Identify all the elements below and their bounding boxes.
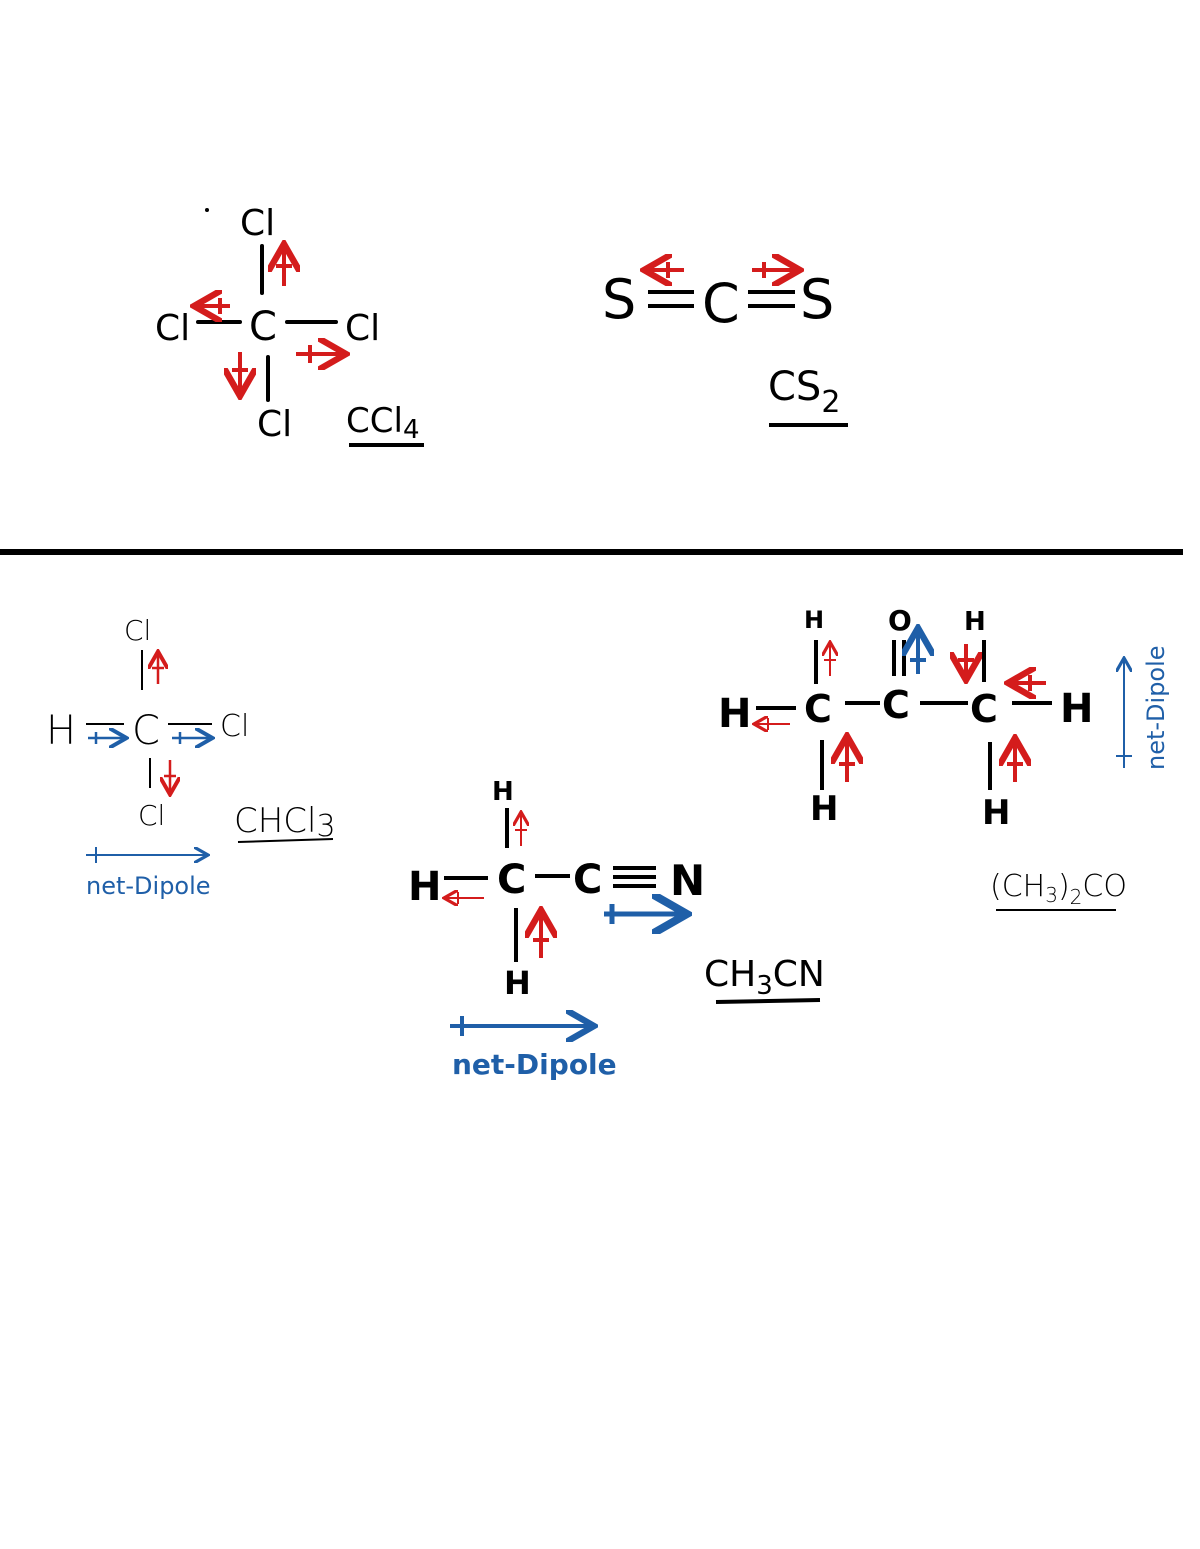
acetone-bonds — [756, 640, 1052, 790]
chcl3-formula-subscript: 3 — [317, 809, 336, 844]
ch3cn-bonds — [444, 808, 656, 962]
acetone-atom-c3: C — [970, 687, 998, 731]
cs2-atom-left: S — [602, 268, 636, 331]
stray-dot — [205, 208, 209, 212]
ch3cn-net-dipole-arrow — [450, 1016, 590, 1036]
chcl3-formula-main: CHCl — [234, 801, 317, 841]
acetone-atom-o-top: O — [888, 604, 912, 637]
acetone-atom-c2: C — [882, 683, 910, 727]
chcl3-bond-dipole-arrows — [88, 654, 210, 792]
cs2-formula-subscript: 2 — [821, 385, 840, 420]
ccl4-atom-left: Cl — [155, 308, 190, 349]
ch3cn-net-dipole-label: net-Dipole — [452, 1048, 617, 1081]
ch3cn-atom-top: H — [492, 777, 514, 807]
chcl3-formula-underline — [237, 838, 334, 843]
chcl3-bonds — [86, 650, 212, 788]
ccl4-formula-subscript: 4 — [403, 415, 420, 445]
ccl4-atom-center: C — [249, 304, 277, 350]
ccl4-formula-main: CCl — [346, 401, 403, 441]
ccl4-bond-dipole-arrows — [198, 248, 342, 392]
chcl3-net-dipole-label: net-Dipole — [86, 872, 211, 900]
chcl3-atom-bottom: Cl — [138, 799, 165, 832]
cs2-formula-main: CS — [768, 364, 821, 410]
ch3cn-formula-underline — [715, 998, 821, 1004]
acetone-formula-subscript-2: 2 — [1070, 885, 1083, 909]
acetone-formula-part-b: ) — [1058, 869, 1070, 904]
ccl4-atom-right: Cl — [345, 308, 380, 349]
ch3cn-formula-part-a: CH — [704, 954, 756, 995]
cs2-atom-center: C — [702, 272, 740, 335]
ccl4-atom-bottom: Cl — [257, 404, 292, 445]
ch3cn-formula-part-b: CN — [773, 954, 825, 995]
chcl3-net-dipole-arrow — [86, 847, 206, 863]
acetone-net-dipole-arrow — [1116, 660, 1132, 768]
chcl3-formula: CHCl3 — [234, 801, 336, 844]
cs2-atom-right: S — [800, 268, 834, 331]
ccl4-atom-top: Cl — [240, 203, 275, 244]
ch3cn-atom-c2: C — [573, 857, 602, 903]
ch3cn-atom-n: N — [670, 856, 705, 905]
acetone-atom-h-left: H — [718, 691, 751, 737]
ch3cn-atom-bottom: H — [504, 964, 531, 1002]
chcl3-structure: Cl H C Cl Cl CHCl3 net-Dipole — [46, 614, 336, 900]
acetone-atom-h-top-left: H — [804, 606, 824, 634]
acetone-atom-c1: C — [804, 687, 832, 731]
acetone-structure: H O H H C C C H H H — [718, 604, 1170, 911]
ch3cn-formula: CH3CN — [704, 954, 825, 1001]
cs2-double-bonds — [648, 290, 795, 308]
acetone-formula-subscript-1: 3 — [1045, 883, 1058, 907]
ch3cn-formula-subscript: 3 — [756, 971, 773, 1001]
cs2-formula: CS2 — [768, 364, 840, 420]
chcl3-atom-center: C — [132, 708, 160, 754]
acetone-formula-part-a: (CH — [990, 869, 1045, 904]
cs2-structure: S C S CS2 — [602, 262, 848, 427]
acetone-atom-h-right: H — [1060, 686, 1093, 732]
acetone-atom-h-bottom-left: H — [810, 789, 838, 829]
chcl3-atom-top: Cl — [124, 614, 151, 647]
acetone-formula-part-c: CO — [1082, 869, 1127, 904]
cs2-bond-dipole-arrows — [648, 262, 796, 278]
acetone-atom-h-bottom-right: H — [982, 793, 1010, 833]
ccl4-bonds — [196, 244, 338, 402]
ch3cn-atom-c1: C — [497, 857, 526, 903]
acetone-atom-h-top-right: H — [964, 607, 986, 637]
ccl4-formula: CCl4 — [346, 401, 419, 445]
ccl4-structure: Cl Cl C Cl Cl CCl4 — [155, 203, 424, 447]
chcl3-atom-left: H — [46, 708, 76, 754]
ch3cn-bond-dipole-arrows — [446, 814, 682, 958]
acetone-bond-dipole-arrows — [756, 632, 1046, 782]
chcl3-atom-right: Cl — [220, 709, 249, 744]
acetone-net-dipole-label: net-Dipole — [1142, 645, 1170, 770]
ch3cn-structure: H H C C N H CH3CN — [408, 777, 825, 1081]
acetone-formula: (CH3)2CO — [990, 869, 1127, 909]
ch3cn-atom-left: H — [408, 864, 441, 910]
